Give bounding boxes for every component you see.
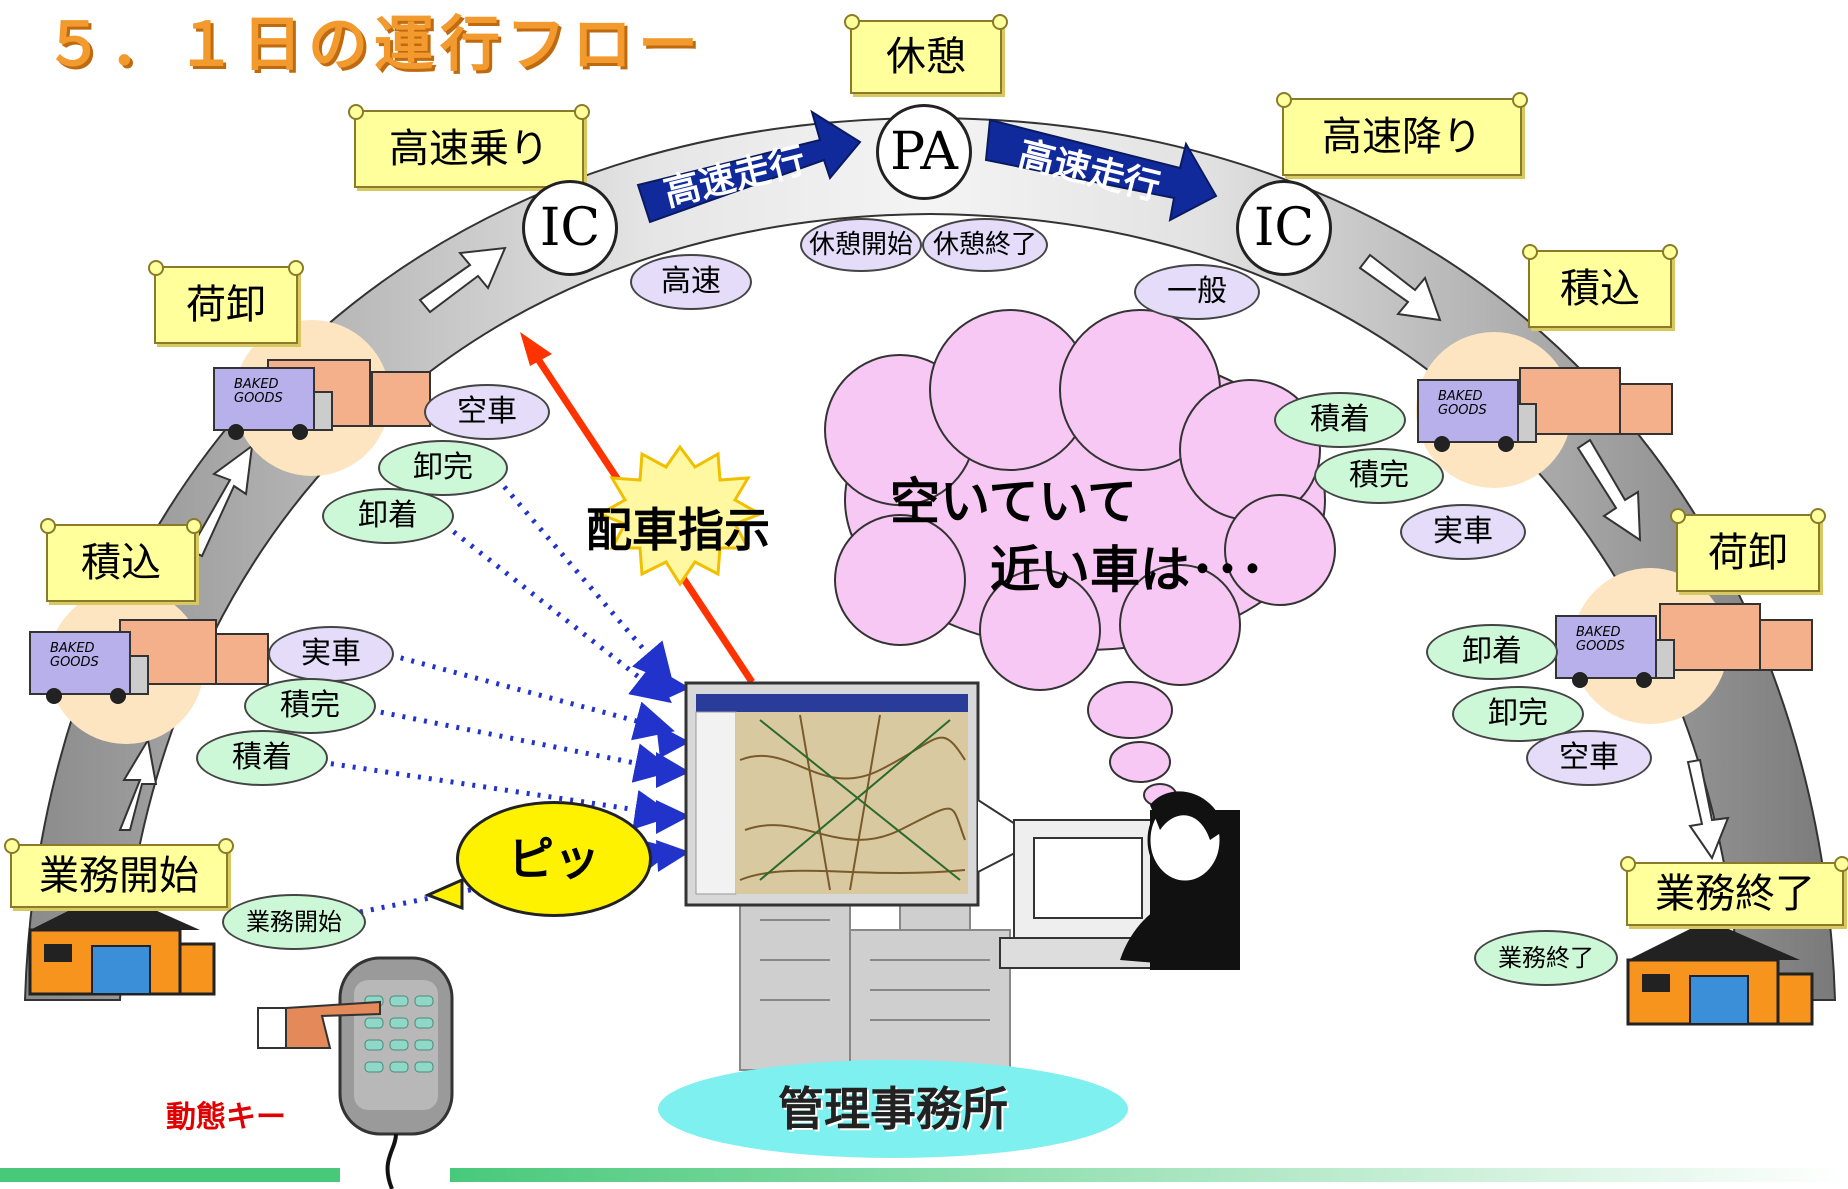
truck-logo-1: BAKED GOODS — [234, 378, 283, 406]
map-monitor — [684, 681, 980, 907]
truck-logo-1-line2: GOODS — [234, 391, 283, 406]
desk-computer — [999, 819, 1177, 969]
oval-loaded-right: 実車 — [1400, 504, 1526, 560]
depot-load-left — [29, 588, 269, 744]
ic-exit-ball: IC — [1236, 180, 1332, 276]
oval-highway: 高速 — [630, 254, 752, 310]
oval-loaded-left: 実車 — [268, 626, 394, 682]
pointing-hand-icon — [257, 1000, 381, 1049]
scroll-highway-off: 高速降り — [1276, 92, 1528, 176]
oval-load-done-right: 積完 — [1314, 448, 1444, 504]
beep-bubble: ピッ — [456, 801, 652, 917]
status-dotted-lines — [319, 468, 675, 915]
cloud-line-1: 空いていて — [890, 473, 1137, 531]
scroll-load-left: 積込 — [40, 518, 202, 602]
office-building — [739, 869, 1011, 1071]
status-key-label: 動態キー — [166, 1100, 286, 1135]
operator-person — [1120, 791, 1240, 970]
dotted-arrowheads — [656, 668, 690, 872]
office-label: 管理事務所 — [658, 1060, 1128, 1158]
scroll-work-end: 業務終了 — [1620, 856, 1848, 926]
scroll-rest: 休憩 — [844, 14, 1008, 94]
beep-bubble-tail — [424, 877, 464, 911]
dispatch-starburst — [596, 444, 764, 587]
truck-logo-3: BAKED GOODS — [1438, 390, 1487, 418]
truck-logo-2-line2: GOODS — [50, 655, 99, 670]
oval-load-done-left: 積完 — [244, 678, 376, 734]
road-arch — [23, 116, 1837, 1001]
oval-load-arrive-left: 積着 — [196, 730, 328, 786]
dispatch-instruction-label: 配車指示 — [586, 503, 770, 557]
truck-logo-2-line1: BAKED — [50, 641, 95, 656]
oval-load-arrive-right: 積着 — [1274, 392, 1406, 448]
oval-rest-end: 休憩終了 — [922, 218, 1048, 272]
oval-unload-arrive-right: 卸着 — [1426, 624, 1558, 680]
ic-entry-ball: IC — [522, 180, 618, 276]
scroll-load-right: 積込 — [1522, 244, 1678, 328]
garage-end — [1626, 920, 1814, 1026]
status-key-device — [338, 956, 454, 1189]
cloud-line-2: 近い車は･･･ — [990, 541, 1265, 599]
truck-logo-1-line1: BAKED — [234, 377, 279, 392]
oval-unload-arrive-left: 卸着 — [322, 488, 454, 544]
truck-logo-4: BAKED GOODS — [1576, 626, 1625, 654]
road-direction-arrows — [118, 246, 1730, 861]
footer-bar-left — [0, 1168, 340, 1182]
scroll-unload-left: 荷卸 — [148, 260, 304, 344]
oval-unload-done-left: 卸完 — [378, 440, 508, 496]
oval-work-end: 業務終了 — [1474, 930, 1618, 986]
garage-start — [28, 890, 216, 996]
scroll-work-start: 業務開始 — [4, 838, 234, 908]
depot-unload-left — [213, 320, 431, 476]
oval-general: 一般 — [1134, 264, 1260, 320]
page-title: ５．１日の運行フロー — [44, 10, 704, 80]
oval-work-start: 業務開始 — [222, 894, 366, 950]
footer-bar-right — [450, 1168, 1848, 1182]
highway-arrow-left — [636, 109, 862, 224]
scroll-highway-on: 高速乗り — [348, 104, 590, 188]
oval-rest-start: 休憩開始 — [800, 218, 922, 272]
truck-logo-3-line2: GOODS — [1438, 403, 1487, 418]
depot-load-right — [1416, 332, 1673, 488]
scroll-unload-right: 荷卸 — [1670, 508, 1826, 592]
oval-empty-left: 空車 — [424, 384, 550, 440]
truck-logo-2: BAKED GOODS — [50, 642, 99, 670]
oval-empty-right: 空車 — [1526, 730, 1652, 786]
highway-arrow-right — [984, 118, 1218, 222]
pa-ball: PA — [876, 104, 972, 200]
truck-logo-3-line1: BAKED — [1438, 389, 1483, 404]
truck-logo-4-line2: GOODS — [1576, 639, 1625, 654]
truck-logo-4-line1: BAKED — [1576, 625, 1621, 640]
